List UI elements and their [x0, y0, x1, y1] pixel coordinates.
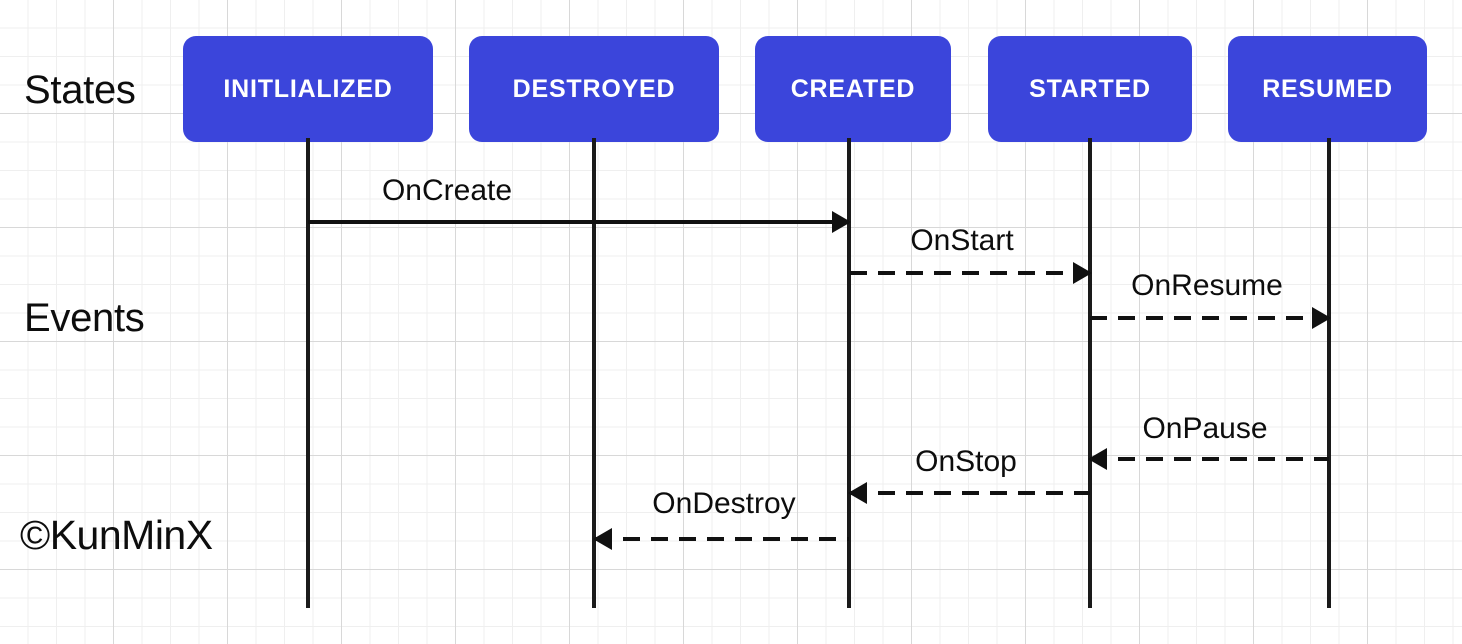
arrow-head-right [1073, 262, 1092, 284]
arrow-head-left [593, 528, 612, 550]
state-box-initialized[interactable]: INITLIALIZED [183, 36, 433, 142]
lifeline-initialized [306, 138, 310, 608]
arrow-shaft [595, 537, 849, 541]
event-label-on-resume: OnResume [1131, 269, 1283, 302]
state-box-label: STARTED [1029, 74, 1151, 103]
state-box-label: INITLIALIZED [223, 74, 393, 103]
arrow-head-left [1088, 448, 1107, 470]
event-arrow-on-start[interactable] [850, 262, 1092, 284]
event-arrow-on-create[interactable] [308, 211, 851, 233]
lifeline-created [847, 138, 851, 608]
arrow-shaft [1090, 316, 1329, 320]
state-box-created[interactable]: CREATED [755, 36, 951, 142]
lifeline-destroyed [592, 138, 596, 608]
state-box-destroyed[interactable]: DESTROYED [469, 36, 719, 142]
arrow-shaft [1090, 457, 1329, 461]
event-label-on-start: OnStart [910, 224, 1014, 257]
arrow-shaft [850, 271, 1090, 275]
arrow-head-right [1312, 307, 1331, 329]
watermark-credit: ©KunMinX [20, 512, 213, 558]
state-box-started[interactable]: STARTED [988, 36, 1192, 142]
lifeline-resumed [1327, 138, 1331, 608]
row-label-events: Events [24, 296, 145, 340]
arrow-head-left [848, 482, 867, 504]
event-label-on-create: OnCreate [381, 174, 513, 207]
event-arrow-on-destroy[interactable] [593, 528, 849, 550]
state-box-label: DESTROYED [512, 74, 676, 103]
arrow-head-right [832, 211, 851, 233]
arrow-shaft [850, 491, 1090, 495]
event-arrow-on-stop[interactable] [848, 482, 1090, 504]
event-arrow-on-pause[interactable] [1088, 448, 1329, 470]
arrow-shaft [308, 220, 849, 224]
event-arrow-on-resume[interactable] [1090, 307, 1331, 329]
state-box-label: CREATED [790, 74, 916, 103]
event-label-on-destroy: OnDestroy [652, 487, 796, 520]
row-label-states: States [24, 68, 136, 112]
event-label-on-pause: OnPause [1142, 412, 1268, 445]
state-box-label: RESUMED [1262, 74, 1393, 103]
state-box-resumed[interactable]: RESUMED [1228, 36, 1427, 142]
event-label-on-stop: OnStop [915, 445, 1017, 478]
lifeline-started [1088, 138, 1092, 608]
